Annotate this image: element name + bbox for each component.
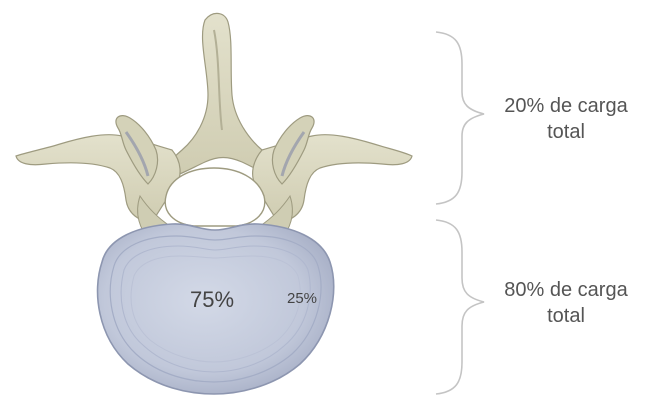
lower-load-label-line1: 80% de carga — [486, 277, 646, 303]
lower-load-label-line2: total — [486, 303, 646, 329]
upper-load-label: 20% de carga total — [486, 93, 646, 145]
lower-load-label: 80% de carga total — [486, 277, 646, 329]
lower-brace — [436, 220, 484, 394]
vertebral-foramen — [165, 168, 265, 226]
annulus-percent: 25% — [287, 290, 317, 307]
upper-load-label-line1: 20% de carga — [486, 93, 646, 119]
upper-load-label-line2: total — [486, 119, 646, 145]
upper-brace — [436, 32, 484, 204]
nucleus-percent: 75% — [190, 287, 234, 313]
